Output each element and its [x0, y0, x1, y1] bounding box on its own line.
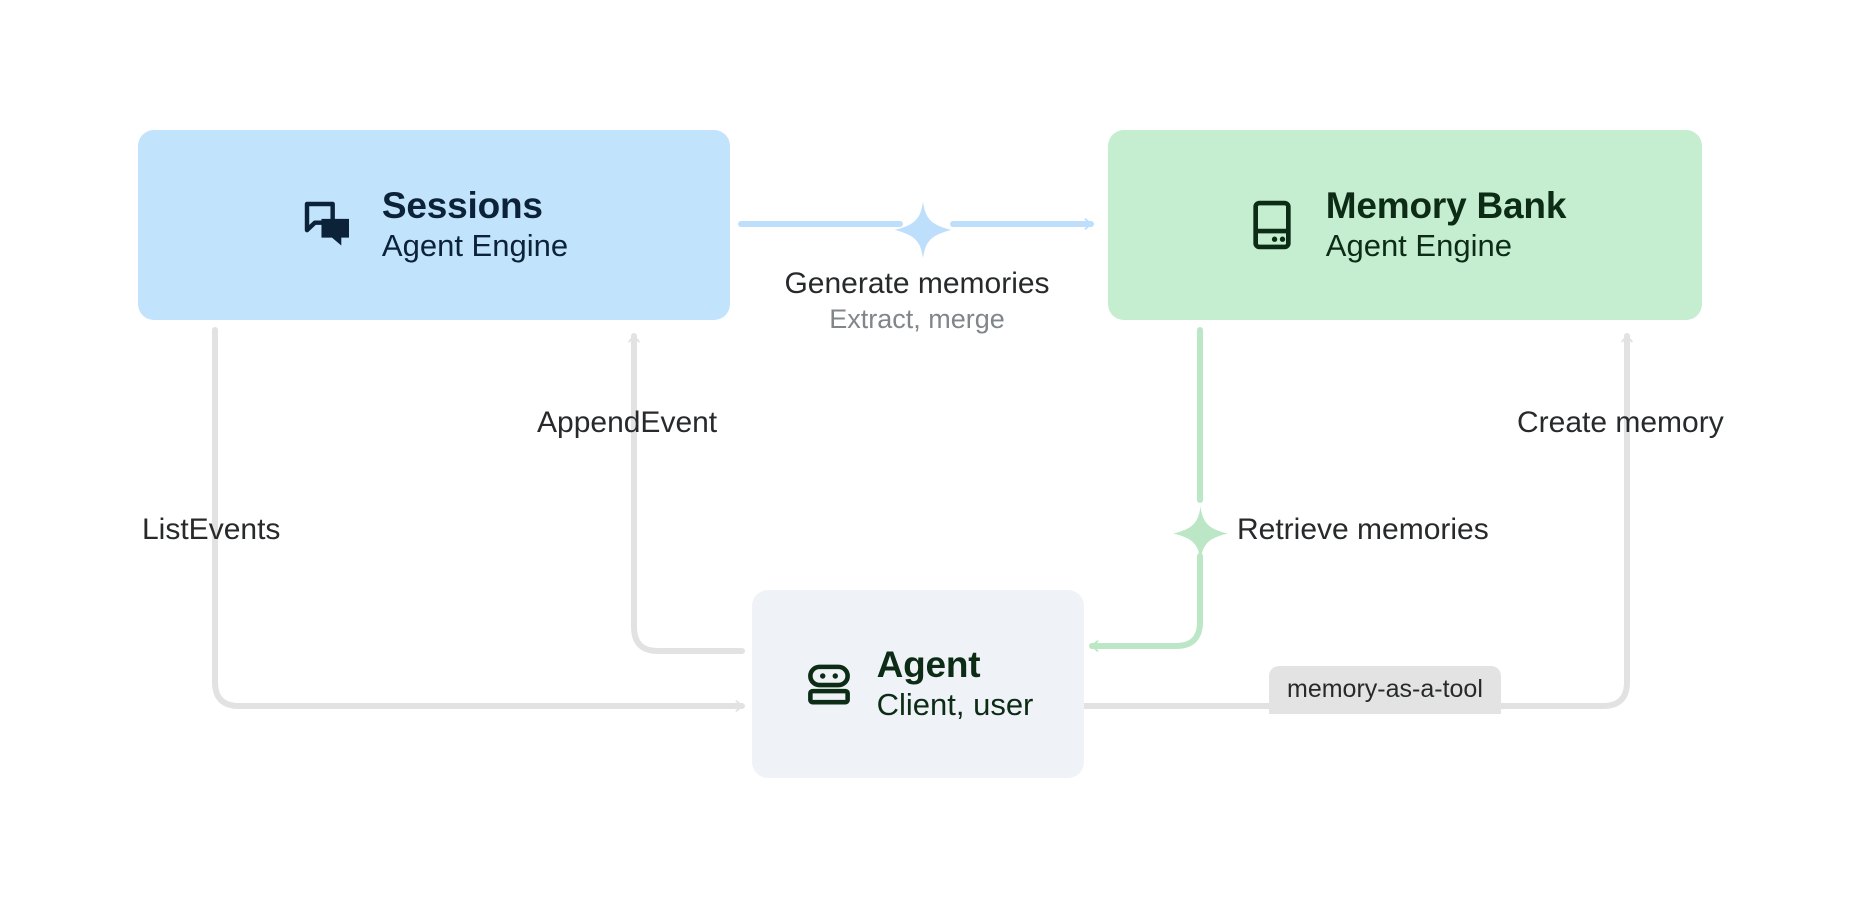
list-events-label: ListEvents: [142, 513, 281, 546]
node-memory-bank[interactable]: Memory Bank Agent Engine: [1108, 130, 1702, 320]
append-event-label: AppendEvent: [537, 406, 718, 439]
node-memory-bank-title: Memory Bank: [1325, 185, 1567, 227]
node-sessions-subtitle: Agent Engine: [381, 228, 569, 264]
edge-retrieve-memories: [1089, 327, 1203, 652]
generate-memories-sublabel: Extract, merge: [829, 303, 1005, 334]
node-sessions-title: Sessions: [381, 185, 543, 227]
edge-list-events: [212, 327, 745, 712]
node-memory-bank-subtitle: Agent Engine: [1325, 228, 1512, 264]
edge-label-create-memory: Create memory: [1517, 404, 1724, 442]
node-memory-bank-text: Memory Bank Agent Engine: [1325, 185, 1567, 264]
retrieve-memories-label: Retrieve memories: [1237, 513, 1489, 546]
sparkle-icon-generate: [893, 200, 953, 260]
storage-bank-icon: [1244, 197, 1300, 253]
node-agent-subtitle: Client, user: [876, 687, 1034, 723]
edge-label-retrieve-memories: Retrieve memories: [1237, 511, 1489, 549]
node-agent[interactable]: Agent Client, user: [752, 590, 1084, 778]
edge-append-event: [628, 333, 745, 654]
memory-as-a-tool-badge: memory-as-a-tool: [1269, 666, 1501, 714]
robot-icon: [803, 658, 855, 710]
edge-label-append-event: AppendEvent: [537, 404, 717, 442]
node-sessions[interactable]: Sessions Agent Engine: [138, 130, 730, 320]
generate-memories-label: Generate memories: [784, 267, 1050, 300]
edge-label-generate-memories: Generate memories Extract, merge: [773, 265, 1061, 336]
chat-bubbles-icon: [300, 197, 356, 253]
node-agent-title: Agent: [876, 644, 981, 686]
node-sessions-text: Sessions Agent Engine: [382, 185, 568, 264]
create-memory-label: Create memory: [1517, 406, 1724, 439]
node-agent-text: Agent Client, user: [877, 644, 1034, 723]
sparkle-icon-retrieve: [1172, 505, 1229, 562]
edge-label-list-events: ListEvents: [142, 511, 280, 549]
